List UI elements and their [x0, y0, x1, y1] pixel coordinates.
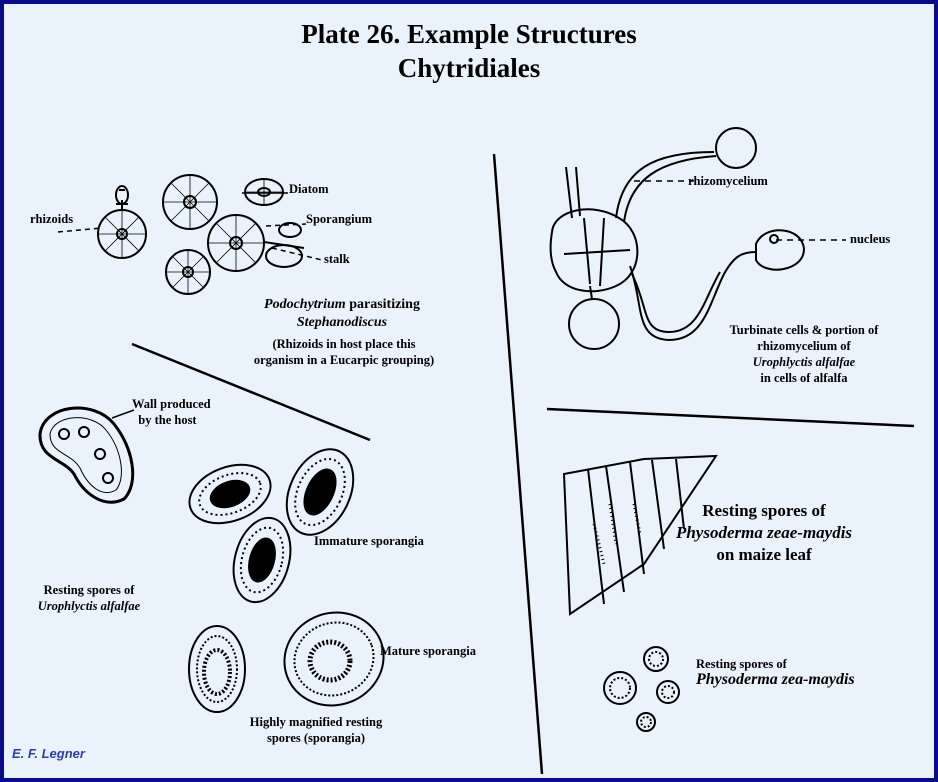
diagonal-divider-line	[131, 342, 371, 442]
label-immature: Immature sporangia	[314, 534, 424, 548]
turbinate-cells-drawing	[549, 127, 806, 350]
label-mature: Mature sporangia	[380, 644, 476, 658]
label-sporangium: Sporangium	[306, 212, 372, 226]
immature-sporangia-drawing	[188, 448, 355, 604]
plate-subtitle: Chytridiales	[397, 53, 541, 83]
label-wall: Wall produced by the host	[132, 397, 211, 427]
label-rhizoids: rhizoids	[30, 212, 74, 226]
plate-panel: Plate 26. Example Structures Chytridiale…	[4, 4, 934, 778]
diatom-cluster-drawing	[97, 174, 305, 295]
maize-leaf-drawing	[562, 454, 718, 616]
mature-sporangia-drawing	[188, 611, 385, 713]
plate-title: Plate 26. Example Structures	[301, 19, 637, 49]
label-diatom: Diatom	[289, 182, 329, 196]
caption-podochytrium: Podochytrium parasitizing Stephanodiscus	[264, 297, 420, 330]
label-stalk: stalk	[324, 252, 350, 266]
label-rhizomycelium: rhizomycelium	[688, 174, 768, 188]
vertical-divider-line	[492, 153, 544, 775]
author-credit: E. F. Legner	[12, 746, 85, 761]
physoderma-spores-drawing	[603, 646, 680, 732]
host-wall-drawing	[38, 406, 135, 504]
drawing-layer	[38, 127, 915, 775]
horizontal-divider-line	[546, 407, 915, 428]
label-nucleus: nucleus	[850, 232, 891, 246]
